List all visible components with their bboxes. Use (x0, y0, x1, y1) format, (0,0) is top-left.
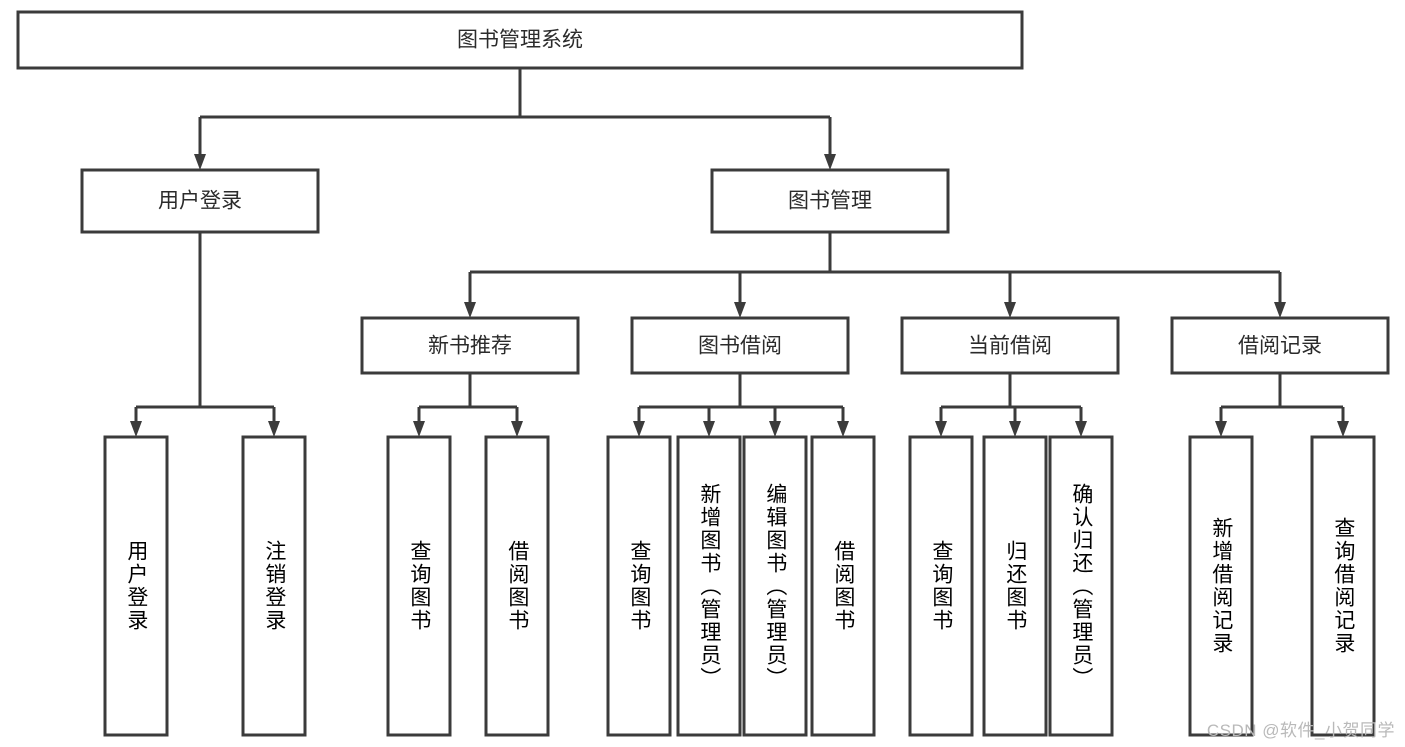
arrowhead-leaf-query-book-3 (935, 421, 947, 437)
node-leaf-user-logout-label: 注销登录 (262, 540, 286, 632)
node-leaf-user-login-box[interactable] (103, 435, 169, 737)
arrowhead-book-borrow (734, 302, 746, 318)
node-leaf-add-book[interactable]: 新增图书（管理员） (676, 435, 742, 737)
node-current-borrow[interactable]: 当前借阅 (900, 316, 1120, 375)
node-leaf-query-record-label: 查询借阅记录 (1331, 517, 1355, 655)
arrowhead-leaf-confirm-return (1075, 421, 1087, 437)
arrowhead-current-borrow (1004, 302, 1016, 318)
node-borrow-record-label: 借阅记录 (1238, 335, 1322, 358)
arrowhead-leaf-user-login (130, 421, 142, 437)
node-leaf-borrow-book-1-box[interactable] (484, 435, 550, 737)
node-leaf-borrow-book-2-box[interactable] (810, 435, 876, 737)
node-root-label: 图书管理系统 (457, 29, 583, 52)
node-leaf-borrow-book-2[interactable]: 借阅图书 (810, 435, 876, 737)
node-leaf-edit-book-box[interactable] (742, 435, 808, 737)
node-leaf-query-book-1-box[interactable] (386, 435, 452, 737)
node-leaf-confirm-return-label: 确认归还（管理员） (1069, 482, 1093, 690)
connector-layer (130, 68, 1349, 437)
node-leaf-add-record-box[interactable] (1188, 435, 1254, 737)
node-leaf-borrow-book-2-label: 借阅图书 (831, 540, 855, 632)
node-leaf-borrow-book-1-label: 借阅图书 (505, 540, 529, 632)
node-leaf-query-book-1-label: 查询图书 (407, 540, 431, 632)
node-user-login[interactable]: 用户登录 (80, 168, 320, 234)
node-leaf-query-book-2[interactable]: 查询图书 (606, 435, 672, 737)
arrowhead-book-management (824, 154, 836, 170)
node-book-borrow[interactable]: 图书借阅 (630, 316, 850, 375)
node-leaf-user-login[interactable]: 用户登录 (103, 435, 169, 737)
node-leaf-user-logout[interactable]: 注销登录 (241, 435, 307, 737)
node-leaf-query-book-3[interactable]: 查询图书 (908, 435, 974, 737)
arrowhead-leaf-query-book-1 (413, 421, 425, 437)
node-leaf-add-book-box[interactable] (676, 435, 742, 737)
node-leaf-confirm-return[interactable]: 确认归还（管理员） (1048, 435, 1114, 737)
node-leaf-query-book-3-label: 查询图书 (929, 540, 953, 632)
node-borrow-record[interactable]: 借阅记录 (1170, 316, 1390, 375)
leaf-layer: 用户登录 注销登录 查询图书 借阅图书 (103, 435, 1376, 737)
node-borrow-record-box[interactable] (1170, 316, 1390, 375)
node-leaf-edit-book-label: 编辑图书（管理员） (763, 482, 787, 690)
node-leaf-query-record-box[interactable] (1310, 435, 1376, 737)
node-book-management-label: 图书管理 (788, 190, 872, 213)
node-leaf-add-record-label: 新增借阅记录 (1209, 517, 1233, 655)
node-leaf-query-book-3-box[interactable] (908, 435, 974, 737)
node-leaf-borrow-book-1[interactable]: 借阅图书 (484, 435, 550, 737)
arrowhead-leaf-query-record (1337, 421, 1349, 437)
node-leaf-edit-book[interactable]: 编辑图书（管理员） (742, 435, 808, 737)
node-new-book-recommend-box[interactable] (360, 316, 580, 375)
node-book-borrow-label: 图书借阅 (698, 335, 782, 358)
node-leaf-query-record[interactable]: 查询借阅记录 (1310, 435, 1376, 737)
node-user-login-label: 用户登录 (158, 190, 242, 213)
node-current-borrow-label: 当前借阅 (968, 335, 1052, 358)
arrowhead-leaf-edit-book (769, 421, 781, 437)
arrowhead-leaf-user-logout (268, 421, 280, 437)
node-leaf-user-login-label: 用户登录 (124, 540, 148, 632)
arrowhead-leaf-add-book (703, 421, 715, 437)
node-current-borrow-box[interactable] (900, 316, 1120, 375)
node-leaf-return-book[interactable]: 归还图书 (982, 435, 1048, 737)
arrowhead-leaf-borrow-book-2 (837, 421, 849, 437)
arrowhead-leaf-query-book-2 (633, 421, 645, 437)
arrowhead-leaf-borrow-book-1 (511, 421, 523, 437)
node-leaf-add-book-label: 新增图书（管理员） (697, 482, 721, 690)
arrowhead-new-book-recommend (464, 302, 476, 318)
node-user-login-box[interactable] (80, 168, 320, 234)
node-root[interactable]: 图书管理系统 (16, 10, 1024, 70)
node-book-management-box[interactable] (710, 168, 950, 234)
arrowhead-leaf-return-book (1009, 421, 1021, 437)
node-new-book-recommend-label: 新书推荐 (428, 335, 512, 358)
node-book-borrow-box[interactable] (630, 316, 850, 375)
node-new-book-recommend[interactable]: 新书推荐 (360, 316, 580, 375)
node-leaf-query-book-1[interactable]: 查询图书 (386, 435, 452, 737)
arrowhead-leaf-add-record (1215, 421, 1227, 437)
node-leaf-return-book-label: 归还图书 (1003, 540, 1027, 632)
arrowhead-user-login (194, 154, 206, 170)
node-leaf-return-book-box[interactable] (982, 435, 1048, 737)
node-leaf-confirm-return-box[interactable] (1048, 435, 1114, 737)
node-book-management[interactable]: 图书管理 (710, 168, 950, 234)
arrowhead-borrow-record (1274, 302, 1286, 318)
node-leaf-user-logout-box[interactable] (241, 435, 307, 737)
node-leaf-query-book-2-box[interactable] (606, 435, 672, 737)
node-root-box[interactable] (16, 10, 1024, 70)
node-leaf-add-record[interactable]: 新增借阅记录 (1188, 435, 1254, 737)
node-leaf-query-book-2-label: 查询图书 (627, 540, 651, 632)
